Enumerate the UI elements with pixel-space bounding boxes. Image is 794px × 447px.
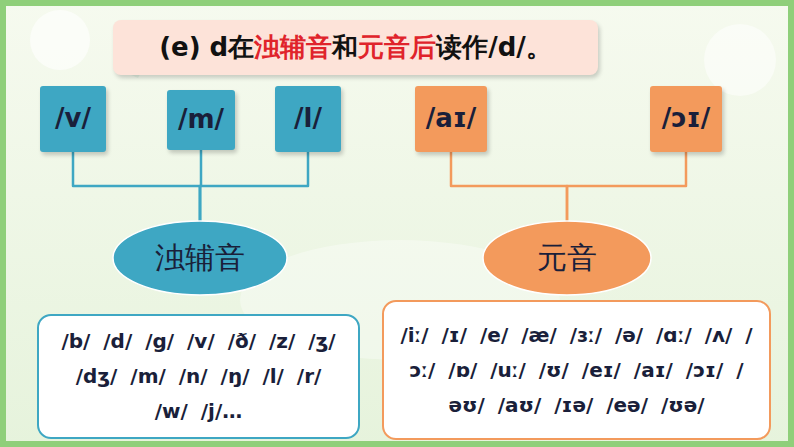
title-banner: (e) d在浊辅音和元音后读作/d/。 <box>113 20 598 75</box>
bracket-connector <box>451 152 567 221</box>
consonant-box: /l/ <box>275 86 341 152</box>
title-part: 浊辅音 <box>254 32 332 62</box>
vowel-list-box: /iː/ /ɪ/ /e/ /æ/ /ɜː/ /ə/ /ɑː/ /ʌ/ /ɔː/ … <box>382 300 771 440</box>
vowel-box: /aɪ/ <box>415 86 487 152</box>
bracket-connector <box>73 152 200 221</box>
title-part: 读作/d/。 <box>436 32 552 62</box>
vowel-box: /ɔɪ/ <box>650 86 722 152</box>
bracket-connector <box>567 152 686 221</box>
phoneme-label: /v/ <box>55 103 91 134</box>
phoneme-label: /l/ <box>294 103 322 134</box>
title-part: 和 <box>332 32 358 62</box>
category-label: 浊辅音 <box>155 240 245 276</box>
bracket-connector <box>200 150 201 221</box>
category-ellipse: 元音 <box>482 220 652 296</box>
category-ellipse: 浊辅音 <box>112 220 288 296</box>
phoneme-label: /aɪ/ <box>426 103 477 134</box>
consonant-list-box: /b/ /d/ /g/ /v/ /ð/ /z/ /ʒ/ /dʒ/ /m/ /n/… <box>37 314 360 439</box>
bracket-connector <box>200 152 308 221</box>
category-label: 元音 <box>537 240 597 276</box>
title-part: (e) d在 <box>159 32 254 62</box>
consonant-box: /m/ <box>167 90 235 150</box>
phoneme-list: /b/ /d/ /g/ /v/ /ð/ /z/ /ʒ/ /dʒ/ /m/ /n/… <box>54 324 344 429</box>
title-part: 元音后 <box>358 32 436 62</box>
title-text: (e) d在浊辅音和元音后读作/d/。 <box>159 30 552 65</box>
phoneme-label: /m/ <box>178 104 224 135</box>
consonant-box: /v/ <box>40 86 106 152</box>
phoneme-label: /ɔɪ/ <box>662 103 711 134</box>
phoneme-list: /iː/ /ɪ/ /e/ /æ/ /ɜː/ /ə/ /ɑː/ /ʌ/ /ɔː/ … <box>397 318 757 423</box>
